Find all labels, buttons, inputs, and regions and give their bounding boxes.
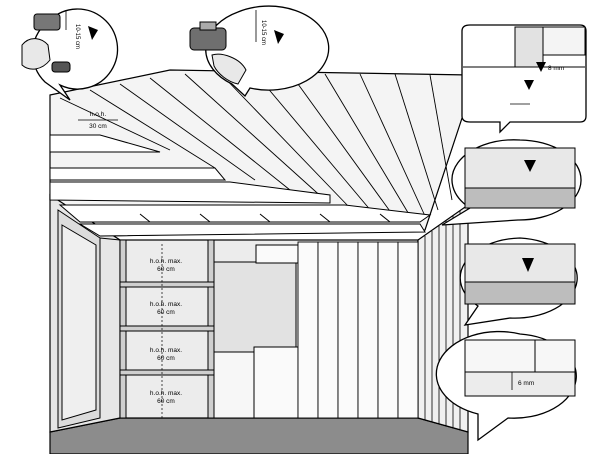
nail-distance-a: 10-15 cm [74, 24, 80, 49]
wall-spacing-label-1: h.o.h. max. 60 cm [150, 258, 182, 273]
ceiling-spacing-label: h.o.h. 30 cm [78, 111, 118, 130]
gap-top-label: 8 mm [548, 65, 564, 72]
svg-text:60 cm: 60 cm [157, 398, 175, 405]
callout-tongue-groove [441, 139, 582, 226]
nail-icon [88, 26, 98, 40]
gap-bottom-label: 6 mm [518, 380, 534, 387]
ceiling-boards [59, 72, 453, 217]
nail-gun-icon [189, 21, 227, 51]
nail-icon [524, 160, 536, 172]
back-wall-frame [119, 239, 299, 419]
hand-icon [21, 38, 71, 73]
ceiling-battens [49, 134, 432, 237]
svg-text:h.o.h. max.: h.o.h. max. [150, 301, 182, 308]
callout-gap-8mm: 8 mm [461, 24, 587, 134]
wall-spacing-label-4: h.o.h. max. 60 cm [150, 390, 182, 405]
svg-text:h.o.h. max.: h.o.h. max. [150, 258, 182, 265]
nail-gun-icon [33, 13, 61, 31]
nail-icon [522, 258, 534, 272]
back-wall-panels [297, 241, 419, 419]
callout-nailing-left: 10-15 cm [21, 8, 119, 101]
callout-nailing-right: 10-15 cm [189, 5, 330, 98]
ceiling-spacing-value: 30 cm [89, 123, 107, 130]
svg-text:h.o.h. max.: h.o.h. max. [150, 347, 182, 354]
wall-spacing-label-3: h.o.h. max. 60 cm [150, 347, 182, 362]
hand-icon [211, 53, 247, 85]
svg-text:h.o.h. max.: h.o.h. max. [150, 390, 182, 397]
svg-text:60 cm: 60 cm [157, 266, 175, 273]
nail-distance-b: 10-15 cm [260, 20, 266, 45]
ceiling-spacing-text: h.o.h. [90, 111, 106, 118]
floor [49, 417, 469, 454]
wall-spacing-label-2: h.o.h. max. 60 cm [150, 301, 182, 316]
nail-icon [274, 30, 284, 44]
wall-spacing-labels: h.o.h. max. 60 cm h.o.h. max. 60 cm h.o.… [150, 244, 182, 418]
left-wall-frame [57, 209, 121, 429]
callout-clip [459, 237, 578, 326]
svg-text:60 cm: 60 cm [157, 355, 175, 362]
nail-icon [524, 62, 546, 90]
svg-text:60 cm: 60 cm [157, 309, 175, 316]
callout-gap-6mm: 6 mm [435, 330, 577, 442]
